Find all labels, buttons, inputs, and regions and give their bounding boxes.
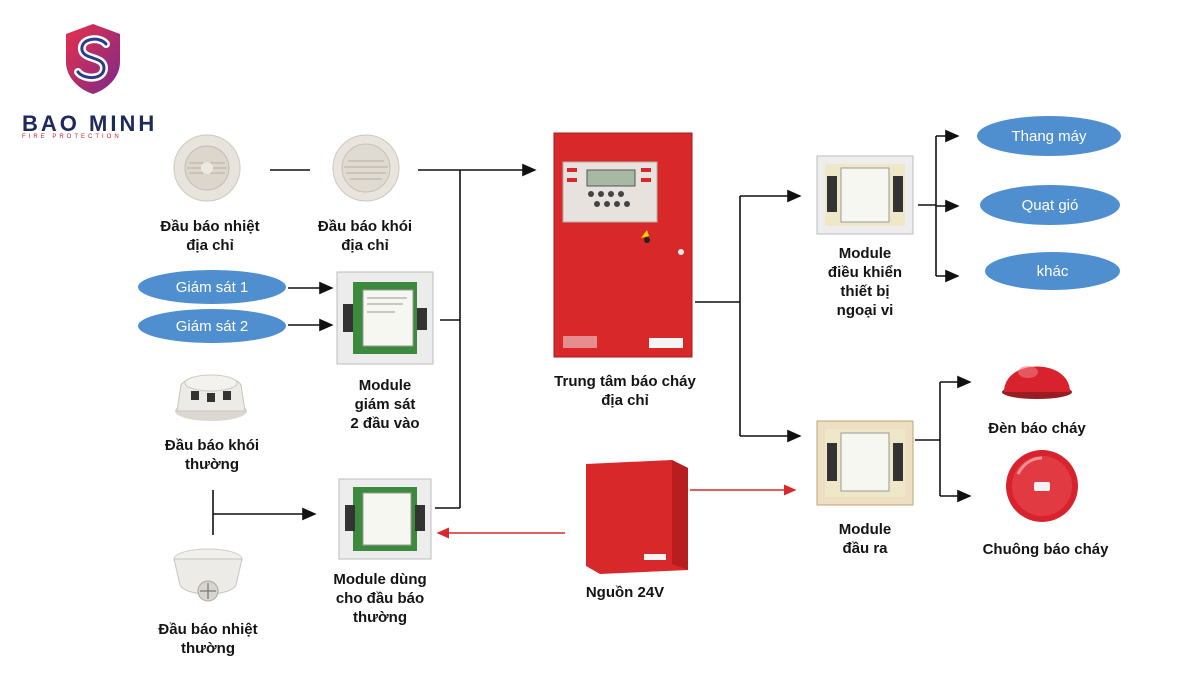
strobe-label: Đèn báo cháy	[988, 420, 1086, 437]
fire-alarm-panel-icon	[553, 132, 693, 358]
heat-detector-addressable-icon	[173, 134, 241, 202]
conventional-detector-module-label: Module dùng cho đầu báo thường	[333, 571, 427, 626]
output-module-label: Module đầu ra	[838, 521, 892, 557]
conventional-detector-module-icon	[338, 478, 432, 560]
fire-bell-icon	[1006, 450, 1078, 522]
fan-pill: Quạt gió	[980, 185, 1120, 225]
smoke-detector-addressable-icon	[332, 134, 400, 202]
shield-s-logo-icon	[66, 24, 120, 94]
monitor-2-pill: Giám sát 2	[138, 309, 286, 343]
monitor-module-icon	[336, 271, 434, 365]
monitor-1-pill: Giám sát 1	[138, 270, 286, 304]
smoke-detector-conventional-icon	[175, 374, 247, 421]
heat-detector-addressable-label: Đầu báo nhiệt địa chỉ	[160, 218, 260, 254]
heat-detector-conventional-label: Đầu báo nhiệt thường	[158, 621, 258, 657]
smoke-detector-conventional-label: Đầu báo khói thường	[164, 437, 260, 473]
power-supply-label: Nguồn 24V	[585, 584, 665, 601]
fire-alarm-panel-label: Trung tâm báo cháy địa chỉ	[554, 373, 696, 409]
brand-tagline: FIRE PROTECTION	[22, 134, 122, 140]
other-pill: khác	[985, 252, 1120, 290]
control-module-label: Module điều khiển thiết bị ngoại vi	[827, 245, 903, 319]
monitor-module-label: Module giám sát 2 đầu vào	[350, 377, 420, 432]
red-strobe-light-icon	[1002, 366, 1072, 399]
smoke-detector-addressable-label: Đầu báo khói địa chỉ	[317, 218, 413, 254]
bell-label: Chuông báo cháy	[982, 541, 1109, 558]
heat-detector-conventional-icon	[173, 548, 243, 602]
brand-name: BAO MINH	[22, 111, 158, 136]
output-module-icon	[816, 420, 914, 506]
power-supply-box-icon	[586, 460, 688, 574]
control-module-icon	[816, 155, 914, 235]
elevator-pill: Thang máy	[977, 116, 1121, 156]
